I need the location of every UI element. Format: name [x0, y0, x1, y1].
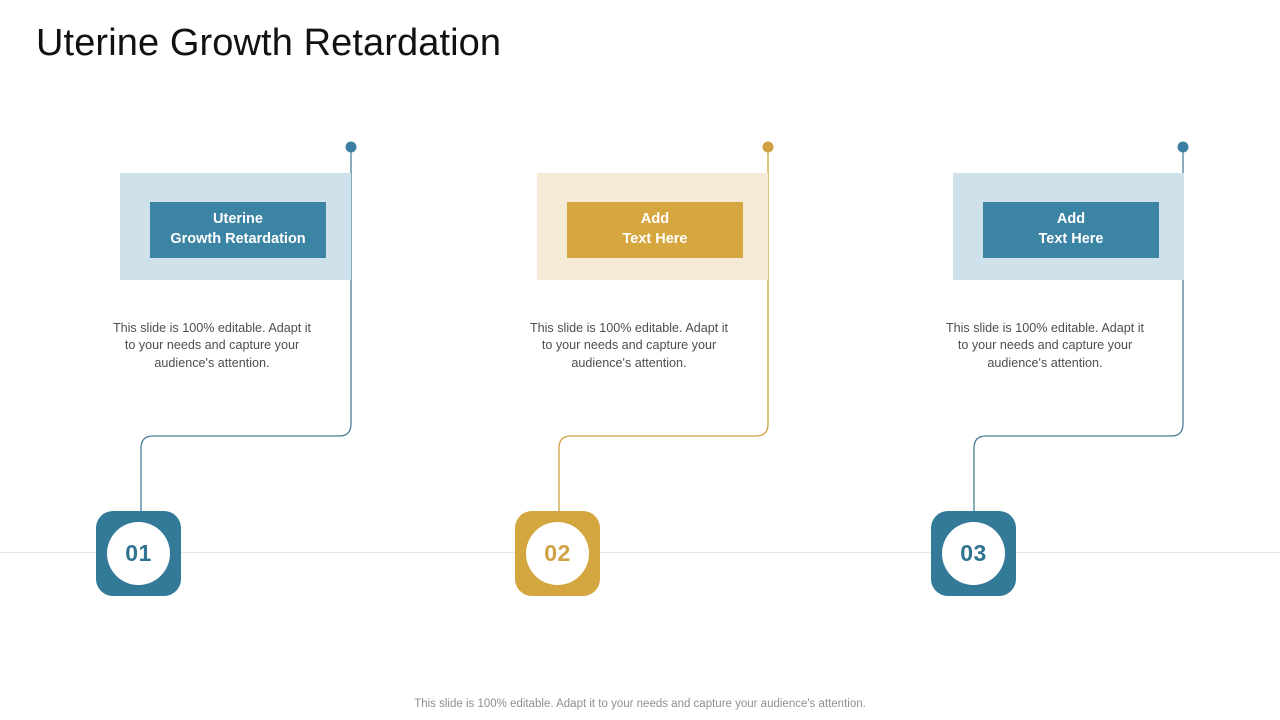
step-badge-1[interactable]: 01 — [96, 511, 181, 596]
step-number-2: 02 — [526, 522, 589, 585]
page-title: Uterine Growth Retardation — [36, 22, 502, 64]
step-number-1: 01 — [107, 522, 170, 585]
connector-3 — [973, 141, 1189, 512]
heading-line2-2: Text Here — [622, 231, 688, 247]
connector-2 — [558, 141, 774, 512]
connector-1 — [140, 141, 357, 512]
step-badge-3[interactable]: 03 — [931, 511, 1016, 596]
step-number-3: 03 — [942, 522, 1005, 585]
heading-line2-1: Growth Retardation — [170, 231, 306, 247]
description-3: This slide is 100% editable. Adapt it to… — [945, 321, 1145, 370]
heading-line2-3: Text Here — [1038, 231, 1104, 247]
heading-line1-1: Uterine — [213, 211, 263, 228]
description-1: This slide is 100% editable. Adapt it to… — [112, 321, 312, 370]
description-2: This slide is 100% editable. Adapt it to… — [529, 321, 729, 370]
footer-note: This slide is 100% editable. Adapt it to… — [414, 698, 866, 710]
step-badge-2[interactable]: 02 — [515, 511, 600, 596]
heading-line1-3: Add — [1056, 211, 1086, 228]
horizontal-baseline — [0, 552, 1280, 553]
heading-line1-2: Add — [640, 211, 670, 228]
